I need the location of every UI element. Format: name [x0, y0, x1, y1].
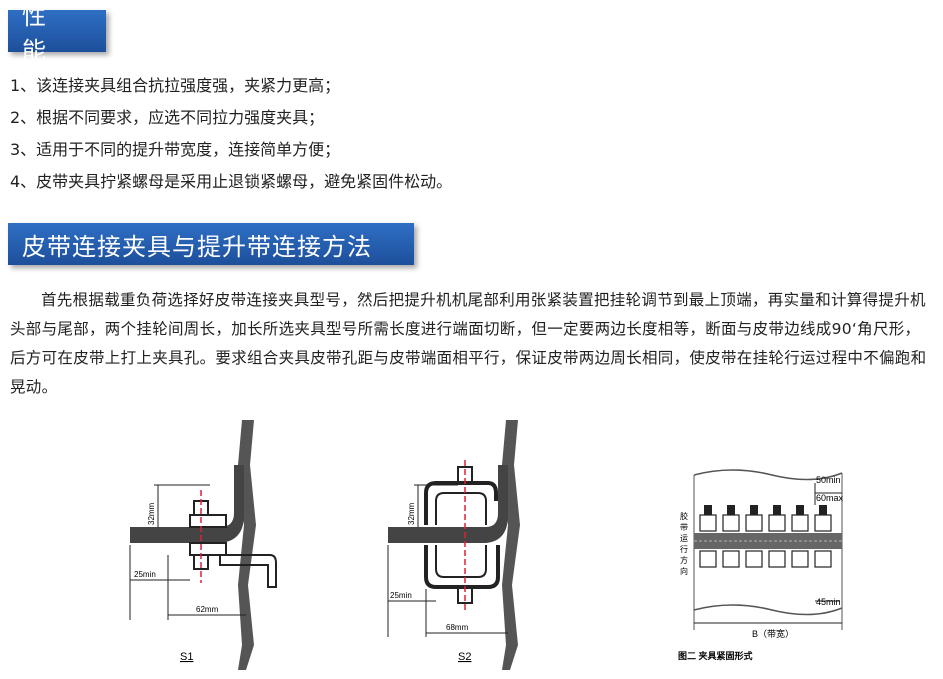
diagram-s2: 32mm 25min 68mm S2	[387, 420, 520, 670]
dim-bottom: 62mm	[196, 605, 219, 614]
feature-item: 4、皮带夹具拧紧螺母是采用止退锁紧螺母，避免紧固件松动。	[10, 172, 453, 191]
dim-top-min: 50min	[816, 475, 841, 485]
feature-item: 2、根据不同要求，应选不同拉力强度夹具；	[10, 108, 325, 127]
feature-item: 1、该连接夹具组合抗拉强度强，夹紧力更高；	[10, 76, 341, 95]
section-title-text: 皮带连接夹具与提升带连接方法	[22, 232, 372, 261]
method-paragraph: 首先根据载重负荷选择好皮带连接夹具型号，然后把提升机机尾部利用张紧装置把挂轮调节…	[10, 291, 927, 396]
diagram-caption: S1	[180, 651, 193, 663]
feature-list: 1、该连接夹具组合抗拉强度强，夹紧力更高； 2、根据不同要求，应选不同拉力强度夹…	[10, 70, 452, 198]
diagram-s1: 32mm 25min 62mm S1	[129, 420, 277, 670]
dim-bottom: 68mm	[446, 623, 469, 632]
dim-vertical: 32mm	[407, 502, 416, 525]
diagram-caption: S2	[458, 651, 471, 663]
section-title-text: 性 能	[22, 2, 54, 65]
dim-left: 25min	[134, 570, 156, 579]
dim-left: 25min	[390, 591, 412, 600]
section-title-performance: 性 能	[8, 2, 106, 65]
dim-right: 45min	[816, 597, 841, 607]
side-label: 胶 带 运 行 方 向	[680, 511, 690, 576]
dim-top-max: 60max	[816, 493, 844, 503]
width-label: B（带宽）	[752, 628, 794, 639]
section-title-connection-method: 皮带连接夹具与提升带连接方法	[8, 223, 414, 265]
feature-item: 3、适用于不同的提升带宽度，连接简单方便；	[10, 140, 341, 159]
diagram-caption: 图二 夹具紧固形式	[678, 650, 753, 661]
dim-vertical: 32mm	[147, 502, 156, 525]
diagram-fig2: 50min 60max 胶 带 运 行 方 向 45min B（带宽） 图二 夹…	[678, 469, 844, 661]
